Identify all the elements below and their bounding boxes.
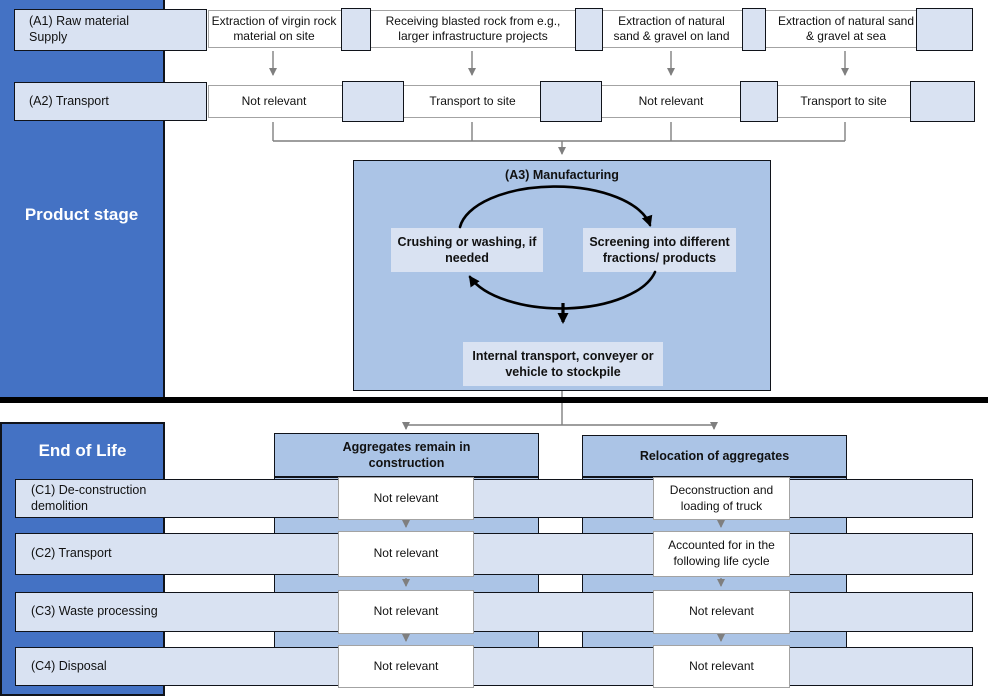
- a1-cell-virgin-rock: Extraction of virgin rock material on si…: [211, 13, 337, 43]
- a1-label: (A1) Raw material Supply: [14, 9, 207, 51]
- a1-cell-sand-gravel-land: Extraction of natural sand & gravel on l…: [613, 13, 730, 43]
- a1-label-text: (A1) Raw material Supply: [29, 14, 130, 44]
- a1-cell-blasted-rock: Receiving blasted rock from e.g., larger…: [385, 13, 561, 43]
- end-of-life-label: End of Life: [38, 441, 127, 460]
- c4-row: (C4) Disposal: [15, 647, 973, 686]
- c1-label: (C1) De-construction demolition: [31, 482, 147, 513]
- a1-spacer: [575, 8, 603, 51]
- a1-spacer: [742, 8, 766, 51]
- a3-internal-transport-box: Internal transport, conveyer or vehicle …: [463, 342, 663, 386]
- stage-divider: [0, 397, 988, 403]
- a1-cell-sand-gravel-sea: Extraction of natural sand & gravel at s…: [777, 13, 915, 43]
- c4-label: (C4) Disposal: [31, 658, 107, 673]
- a2-cell-1: Not relevant: [241, 93, 307, 108]
- c1-row: (C1) De-construction demolition: [15, 479, 973, 518]
- c3-cell-relocation: Not relevant: [653, 590, 790, 634]
- eol-column-header-relocation: Relocation of aggregates: [582, 435, 847, 477]
- a3-title: (A3) Manufacturing: [505, 168, 619, 182]
- c2-row: (C2) Transport: [15, 533, 973, 575]
- a2-a3-connector: [272, 122, 846, 155]
- a2-cell-4: Transport to site: [800, 93, 887, 108]
- c3-label: (C3) Waste processing: [31, 604, 158, 619]
- a2-spacer: [342, 81, 404, 122]
- c4-cell-relocation: Not relevant: [653, 645, 790, 688]
- c3-row: (C3) Waste processing: [15, 592, 973, 632]
- a2-cell-2: Transport to site: [429, 93, 516, 108]
- product-stage-sidebar: Product stage: [0, 0, 165, 398]
- c1-cell-relocation: Deconstruction and loading of truck: [653, 477, 790, 520]
- eol-column-header-remain: Aggregates remain in construction: [274, 433, 539, 477]
- c2-cell-relocation: Accounted for in the following life cycl…: [653, 531, 790, 577]
- a2-label: (A2) Transport: [14, 82, 207, 121]
- a2-spacer: [740, 81, 778, 122]
- a2-spacer: [540, 81, 602, 122]
- a1-a2-arrows: [269, 51, 849, 76]
- product-stage-label: Product stage: [24, 205, 139, 224]
- a2-cell-3: Not relevant: [638, 93, 704, 108]
- c3-cell-remain: Not relevant: [338, 590, 474, 634]
- a1-spacer: [341, 8, 371, 51]
- eol-column-header-remain-text: Aggregates remain in construction: [342, 439, 471, 470]
- c1-cell-remain: Not relevant: [338, 477, 474, 520]
- a3-screening-box: Screening into different fractions/ prod…: [583, 228, 736, 272]
- c4-cell-remain: Not relevant: [338, 645, 474, 688]
- a2-spacer: [910, 81, 975, 122]
- a3-crushing-box: Crushing or washing, if needed: [391, 228, 543, 272]
- c2-cell-remain: Not relevant: [338, 531, 474, 577]
- c2-label: (C2) Transport: [31, 546, 112, 561]
- a1-spacer: [916, 8, 973, 51]
